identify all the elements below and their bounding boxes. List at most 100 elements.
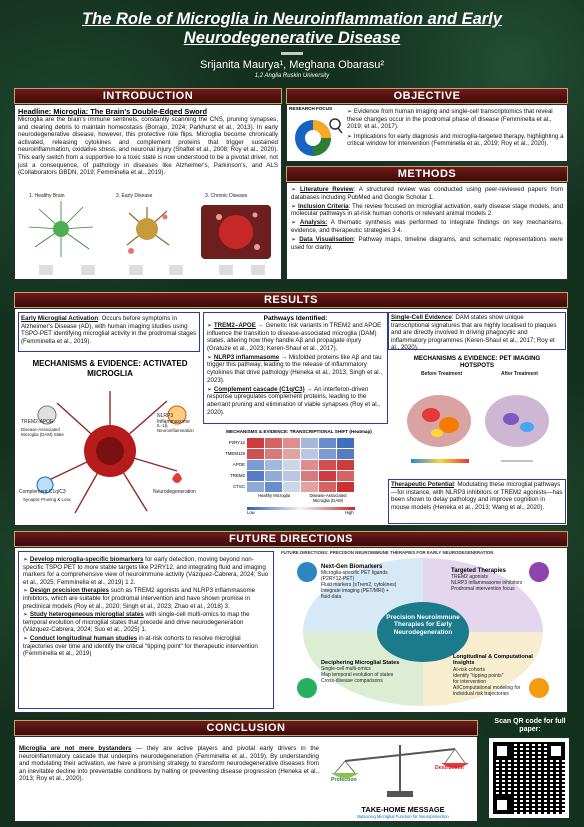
mech-label-neurodegeneration: Neurodegeneration <box>153 489 196 495</box>
therapy-wheel-icon <box>297 558 549 706</box>
future-banner: FUTURE DIRECTIONS <box>14 531 568 547</box>
methods-item: ➢ Data Visualisation: Pathway maps, time… <box>291 236 563 251</box>
methods-item: ➢ Analysis: A thematic synthesis was per… <box>291 219 564 234</box>
mech-label-complement: Complement C1q/C3 <box>19 489 66 495</box>
microglia-stages-icon <box>28 201 271 275</box>
heatmap-cell <box>337 449 354 460</box>
heatmap-title: MECHANISMS & EVIDENCE: TRANSCRIPTIONAL S… <box>226 429 372 434</box>
heatmap-cell <box>337 482 354 493</box>
arrow-bullet-icon: ➢ <box>23 611 30 619</box>
heatmap-row-label: TREM2 <box>230 473 245 479</box>
poster-title: The Role of Microglia in Neuroinflammati… <box>82 10 502 47</box>
mech-label-nlrp3: NLRP3 Inflammasome <box>157 413 190 425</box>
therapeutic-box: Therapeutic Potential: Modulating these … <box>388 479 566 524</box>
quadrant-therapies: Targeted Therapies TREM2 agonists NLRP3 … <box>451 568 539 592</box>
scale-left-label: Protection <box>331 777 357 783</box>
heatmap-cell <box>337 438 354 449</box>
quadrant-title: Longitudinal & Computational Insights <box>453 654 533 667</box>
pet-after-label: After Treatment <box>501 371 538 377</box>
arrow-bullet-icon: ➢ <box>207 322 214 329</box>
arrow-bullet-icon: ➢ <box>23 634 30 642</box>
single-cell-box: Single-Cell Evidence: DAM states show un… <box>388 312 566 351</box>
heatmap-cell <box>283 471 300 482</box>
stage-label-healthy: 1. Healthy Brain <box>29 193 65 199</box>
take-home-subtitle: Balancing Microglial Function for Neurop… <box>357 814 449 819</box>
pet-figure: Before Treatment After Treatment <box>401 371 557 471</box>
future-diagram: FUTURE DIRECTIONS: PRECISION NEUROIMMUNE… <box>281 550 565 710</box>
introduction-banner: INTRODUCTION <box>14 88 282 104</box>
future-center-label: Precision Neuroimmune Therapies for Earl… <box>386 614 460 636</box>
objective-panel: RESEARCH FOCUS ➢ Evidence from human ima… <box>286 104 568 162</box>
heatmap-column-label: Disease-Associated Microglia (DAM) <box>309 493 347 504</box>
future-item: ➢ Study heterogeneous microglial states … <box>23 611 250 634</box>
arrow-bullet-icon: ➢ <box>23 556 30 563</box>
heatmap-row-label: CTSC <box>233 484 245 490</box>
heatmap-cell <box>301 438 318 449</box>
mech-label-dam: Disease-Associated Microglia (DAM) State <box>21 427 64 437</box>
research-focus-icon <box>295 118 343 156</box>
stage-label-early: 2. Early Disease <box>116 193 153 199</box>
quadrant-title: Deciphering Microglial States <box>321 660 400 666</box>
balance-scale-icon <box>331 745 469 797</box>
quadrant-title: Targeted Therapies <box>451 568 506 574</box>
heatmap-cell <box>301 482 318 493</box>
heatmap-cell <box>319 460 336 471</box>
introduction-panel: Headline: Microglia: The Brain's Double-… <box>14 104 282 280</box>
university-logo <box>281 52 303 55</box>
methods-banner: METHODS <box>286 166 568 182</box>
introduction-body: Microglia are the brain's immune sentine… <box>18 116 278 177</box>
objective-list: ➢ Evidence from human imaging and single… <box>347 108 565 148</box>
early-activation-box: Early Microglial Activation: Occurs befo… <box>18 312 200 352</box>
arrow-bullet-icon: ➢ <box>347 132 354 140</box>
heatmap-legend-label: Low <box>247 510 255 516</box>
heatmap-cell <box>283 482 300 493</box>
heatmap-cell <box>265 438 282 449</box>
results-banner: RESULTS <box>14 292 568 308</box>
arrow-bullet-icon: ➢ <box>207 353 214 361</box>
heatmap-cell <box>265 449 282 460</box>
quadrant-title: Next-Gen Biomarkers <box>321 564 383 570</box>
heatmap-row-label: APOE <box>232 462 245 468</box>
heatmap-cell <box>247 449 264 460</box>
heatmap-column-label: Healthy Microglia <box>257 493 291 499</box>
pathway-item: ➢ NLRP3 inflammasome → Misfolded protein… <box>207 353 383 384</box>
heatmap-cell <box>247 482 264 493</box>
future-item: ➢ Develop microglia-specific biomarkers … <box>23 556 269 586</box>
conclusion-text: Microglia are not mere bystanders — they… <box>19 745 319 783</box>
methods-item: ➢ Inclusion Criteria: The review focused… <box>291 202 564 218</box>
objective-item: ➢ Evidence from human imaging and single… <box>347 108 553 131</box>
arrow-bullet-icon: ➢ <box>291 236 300 244</box>
results-panel: Early Microglial Activation: Occurs befo… <box>14 308 568 526</box>
qr-label: Scan QR code for full paper: <box>494 718 566 734</box>
arrow-bullet-icon: ➢ <box>23 587 30 595</box>
conclusion-panel: Microglia are not mere bystanders — they… <box>14 736 478 822</box>
heatmap-cell <box>283 438 300 449</box>
heatmap-cell <box>265 460 282 471</box>
pet-brain-icon <box>407 395 549 463</box>
heatmap-cell <box>247 438 264 449</box>
objective-item: ➢ Implications for early diagnosis and m… <box>347 132 564 148</box>
heatmap-cell <box>265 482 282 493</box>
future-item: ➢ Conduct longitudinal human studies in … <box>23 634 258 658</box>
heatmap-row-label: TMEM119 <box>225 451 245 457</box>
pathways-box: Pathways Identified: ➢ TREM2–APOE → Gene… <box>203 312 388 424</box>
heatmap-cell <box>301 471 318 482</box>
authors: Srijanita Maurya¹, Meghana Obarasu² <box>199 59 385 71</box>
arrow-bullet-icon: ➢ <box>207 385 214 393</box>
methods-item: ➢ Literature Review: A structured review… <box>291 186 563 201</box>
qr-code[interactable] <box>489 738 569 818</box>
mech-label-trem2-apoe: TREM2-APOE <box>21 419 54 425</box>
arrow-bullet-icon: ➢ <box>347 108 354 115</box>
conclusion-banner: CONCLUSION <box>14 720 478 736</box>
heatmap-cell <box>283 460 300 471</box>
pathway-item: ➢ TREM2–APOE → Genetic risk variants in … <box>207 322 382 352</box>
introduction-headline: Headline: Microglia: The Brain's Double-… <box>18 107 208 116</box>
heatmap-chart: MECHANISMS & EVIDENCE: TRANSCRIPTIONAL S… <box>221 429 377 525</box>
mech-label-il1b: IL-1β, Neuroinflammation <box>157 423 194 433</box>
scale-right-label: Destruction <box>435 765 464 771</box>
heatmap-legend-bar <box>247 507 355 511</box>
heatmap-legend-label: High <box>345 510 354 516</box>
mech-label-pruning: Synaptic Pruning & Loss <box>23 497 71 502</box>
arrow-bullet-icon: ➢ <box>291 186 300 193</box>
future-diagram-title: FUTURE DIRECTIONS: PRECISION NEUROIMMUNE… <box>281 550 494 555</box>
